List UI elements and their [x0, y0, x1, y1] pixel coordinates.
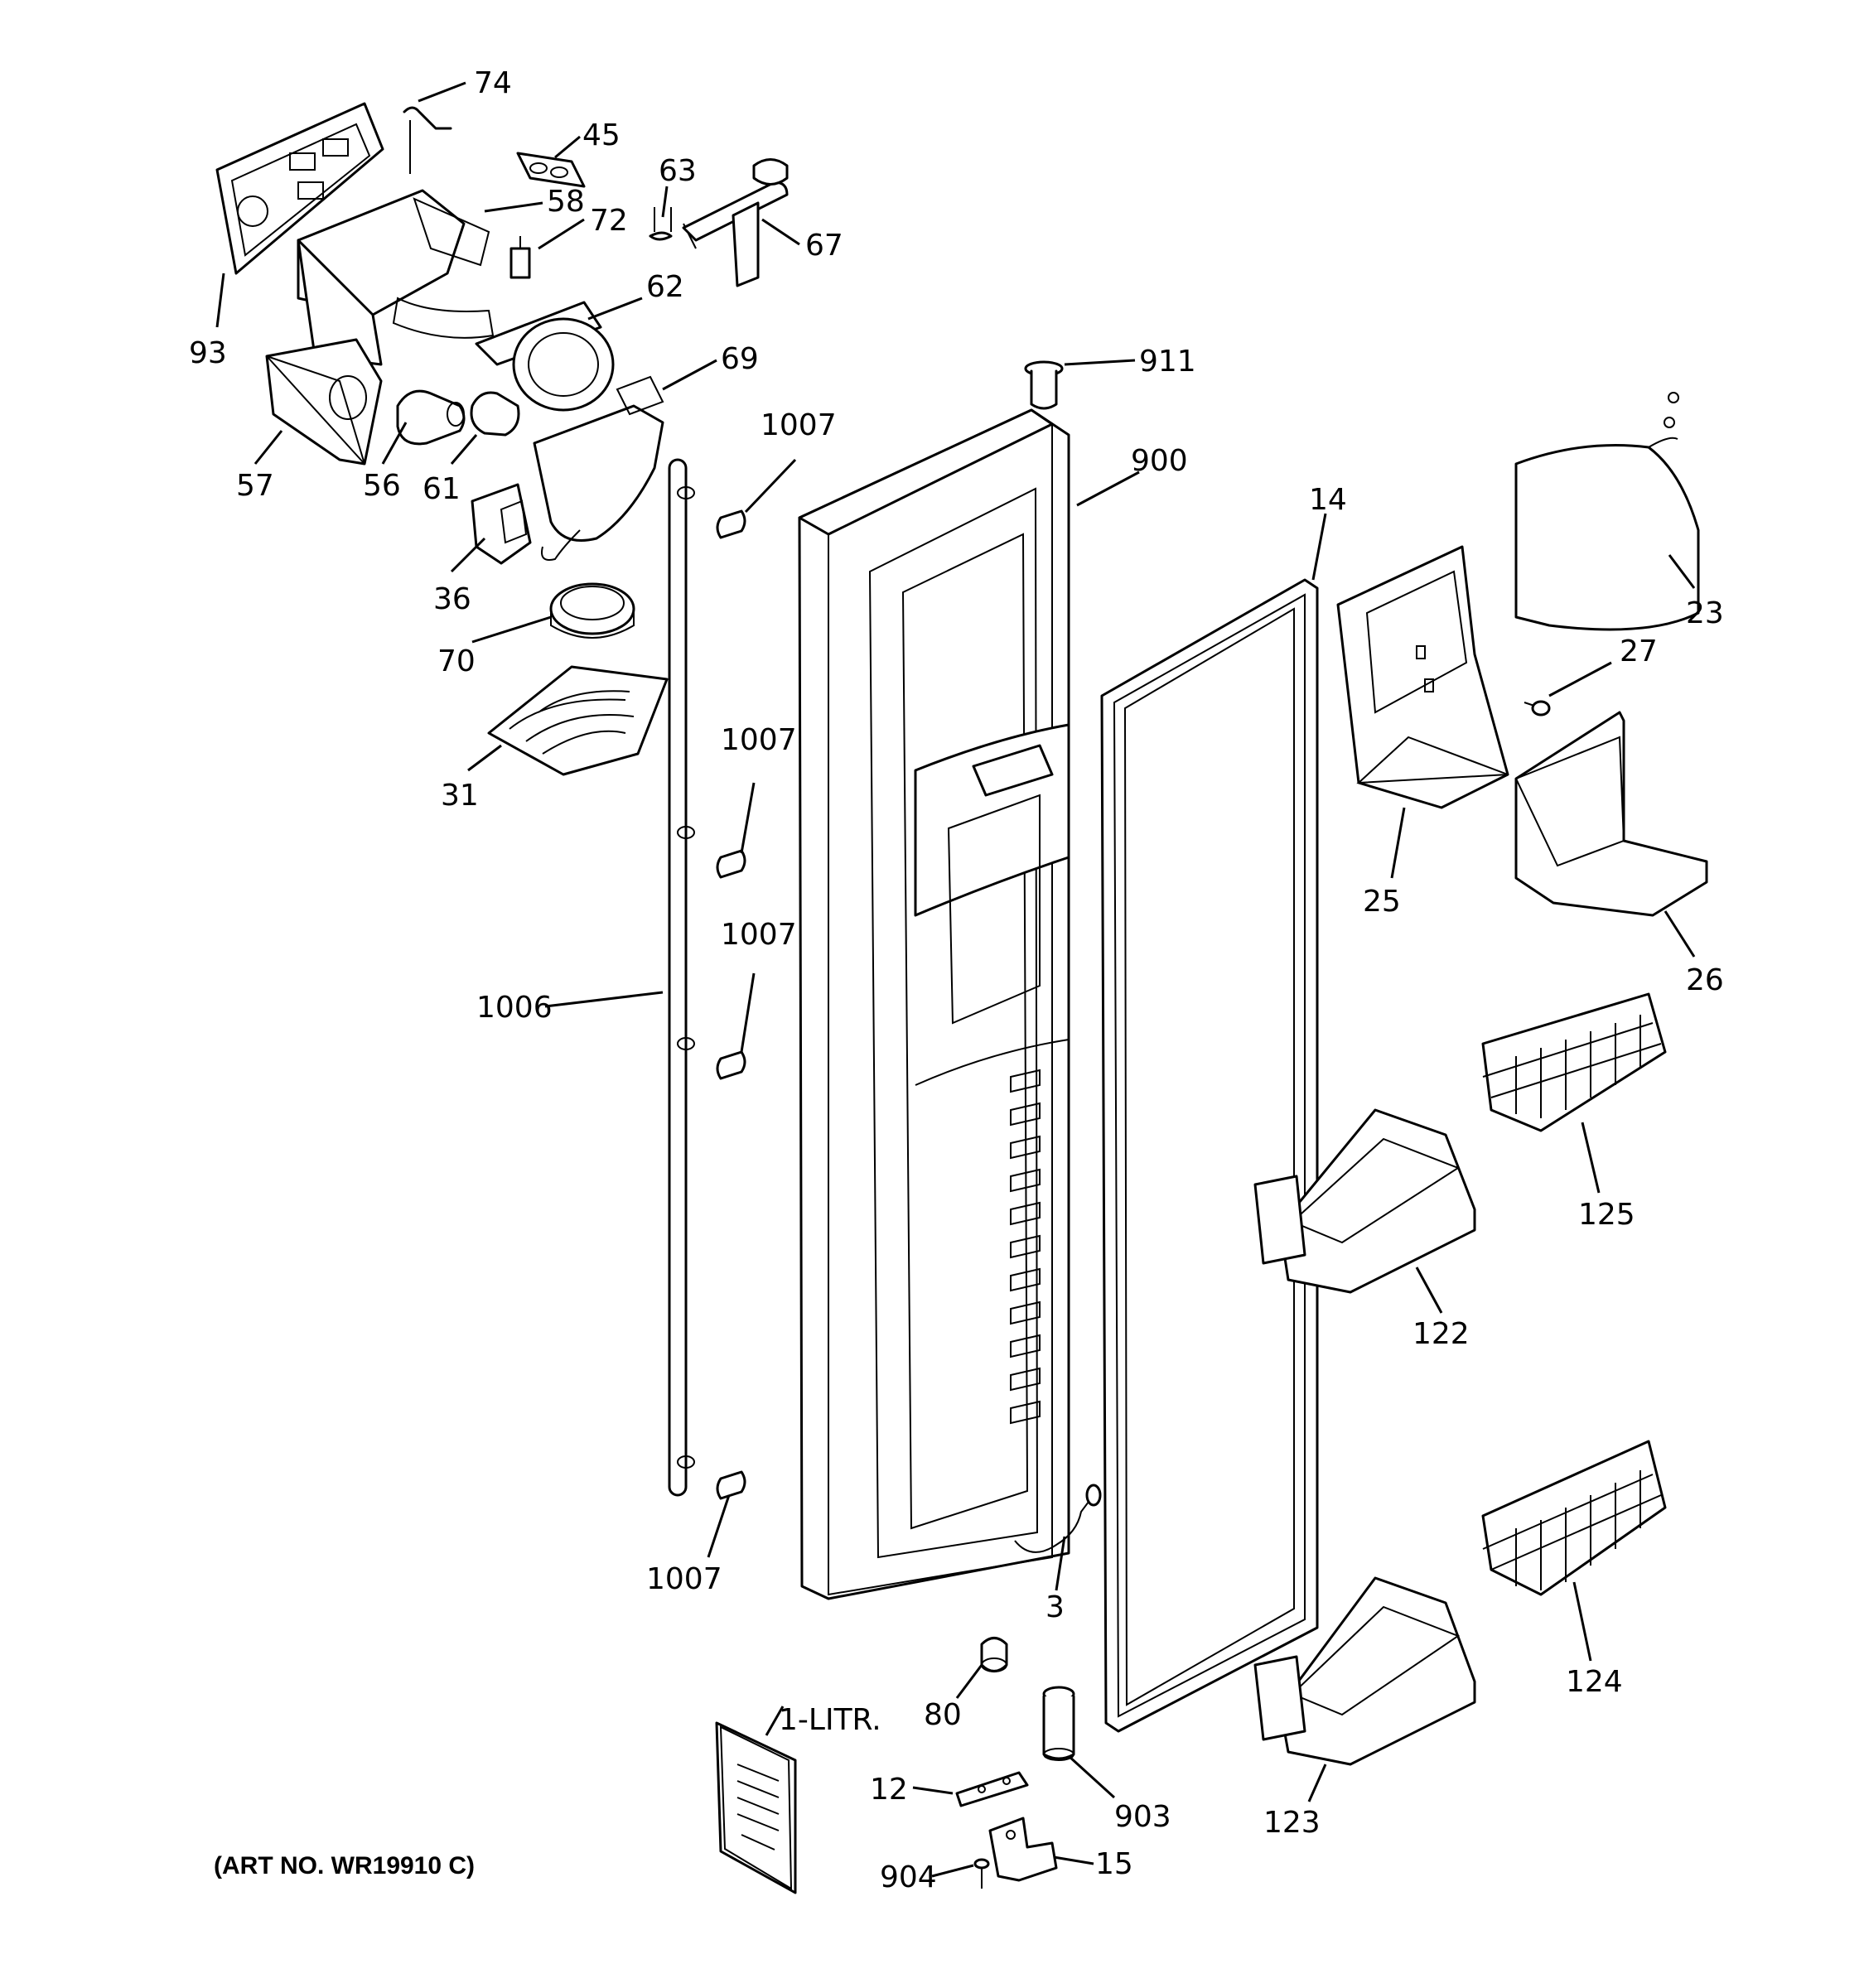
door-shelf-rail-ridges — [1010, 1069, 1041, 1425]
part-56-auger-motor — [396, 389, 466, 446]
callout-1007-bottom: 1007 — [646, 1562, 722, 1596]
part-70-collar — [549, 582, 635, 639]
part-911-hinge-bushing — [1024, 360, 1064, 410]
callout-31: 31 — [441, 779, 479, 813]
callout-74: 74 — [474, 66, 512, 100]
callout-911: 911 — [1139, 345, 1196, 379]
callout-903: 903 — [1114, 1800, 1171, 1834]
part-93-control-board — [215, 102, 384, 275]
callout-15: 15 — [1095, 1847, 1133, 1881]
part-74-clip — [403, 106, 452, 174]
part-58-dispenser-housing — [297, 189, 495, 366]
callout-36: 36 — [433, 582, 471, 616]
callout-23: 23 — [1686, 596, 1724, 630]
callout-80: 80 — [924, 1698, 962, 1732]
callout-12: 12 — [870, 1773, 908, 1807]
part-125-wire-rack — [1481, 992, 1667, 1132]
part-15-hinge — [988, 1817, 1058, 1882]
art-number-note: (ART NO. WR19910 C) — [214, 1852, 475, 1879]
part-903-tube — [1042, 1686, 1075, 1761]
part-904-screw — [973, 1858, 990, 1889]
part-62-ice-ring — [475, 301, 615, 412]
callout-61: 61 — [423, 472, 461, 506]
part-80-plug — [980, 1637, 1008, 1672]
part-67-lever — [682, 158, 789, 287]
callout-57: 57 — [236, 469, 274, 503]
callout-1007-upper: 1007 — [721, 723, 797, 757]
callout-904: 904 — [880, 1860, 937, 1894]
part-27-screw — [1524, 700, 1551, 717]
part-31-drip-grille — [487, 665, 669, 776]
callout-900: 900 — [1131, 444, 1188, 478]
callout-45: 45 — [582, 118, 621, 152]
callout-62: 62 — [646, 270, 684, 304]
callout-58: 58 — [547, 185, 585, 219]
part-36-relay — [471, 483, 532, 565]
part-26-door-bin — [1514, 711, 1708, 917]
callout-70: 70 — [437, 644, 476, 678]
part-1-literature — [715, 1721, 797, 1894]
leader-lines — [215, 81, 1696, 1878]
part-25-bin-holder — [1336, 545, 1509, 809]
part-23-bin-cover — [1514, 392, 1700, 631]
part-123-door-shelf — [1253, 1576, 1476, 1766]
callout-125: 125 — [1578, 1198, 1635, 1232]
callout-72: 72 — [590, 204, 628, 238]
part-57-motor-box — [265, 338, 383, 466]
callout-63: 63 — [659, 154, 697, 188]
callout-27: 27 — [1620, 635, 1658, 668]
callout-122: 122 — [1412, 1317, 1470, 1351]
callout-25: 25 — [1363, 885, 1401, 919]
callout-124: 124 — [1566, 1665, 1623, 1699]
part-69-chute — [533, 375, 664, 561]
callout-14: 14 — [1309, 483, 1347, 517]
part-45-bracket — [516, 152, 586, 188]
part-14-door-gasket — [1100, 578, 1319, 1733]
callout-69: 69 — [721, 342, 759, 376]
callout-1006: 1006 — [476, 991, 553, 1025]
part-900-door-panel — [798, 408, 1070, 1600]
part-1006-handle-rod — [668, 458, 695, 1497]
callout-1-litr: 1-LITR. — [779, 1703, 881, 1737]
callout-67: 67 — [805, 229, 843, 263]
callout-56: 56 — [363, 469, 401, 503]
callout-1007-lower: 1007 — [721, 918, 797, 952]
callout-123: 123 — [1263, 1806, 1321, 1840]
part-61-coupler — [470, 391, 520, 437]
part-124-wire-rack — [1481, 1440, 1667, 1596]
part-1007-bushings — [716, 509, 746, 1500]
callout-1007-top: 1007 — [761, 408, 837, 442]
callout-26: 26 — [1686, 963, 1724, 997]
callout-3: 3 — [1045, 1590, 1065, 1624]
part-12-plate — [955, 1771, 1029, 1807]
part-122-door-shelf — [1253, 1108, 1476, 1294]
callout-93: 93 — [189, 336, 227, 370]
callout-labels: 74 45 58 63 72 67 93 62 69 57 56 61 36 7… — [189, 66, 1724, 1894]
part-3-wire-harness — [1014, 1484, 1102, 1553]
part-72-switch — [509, 236, 531, 279]
